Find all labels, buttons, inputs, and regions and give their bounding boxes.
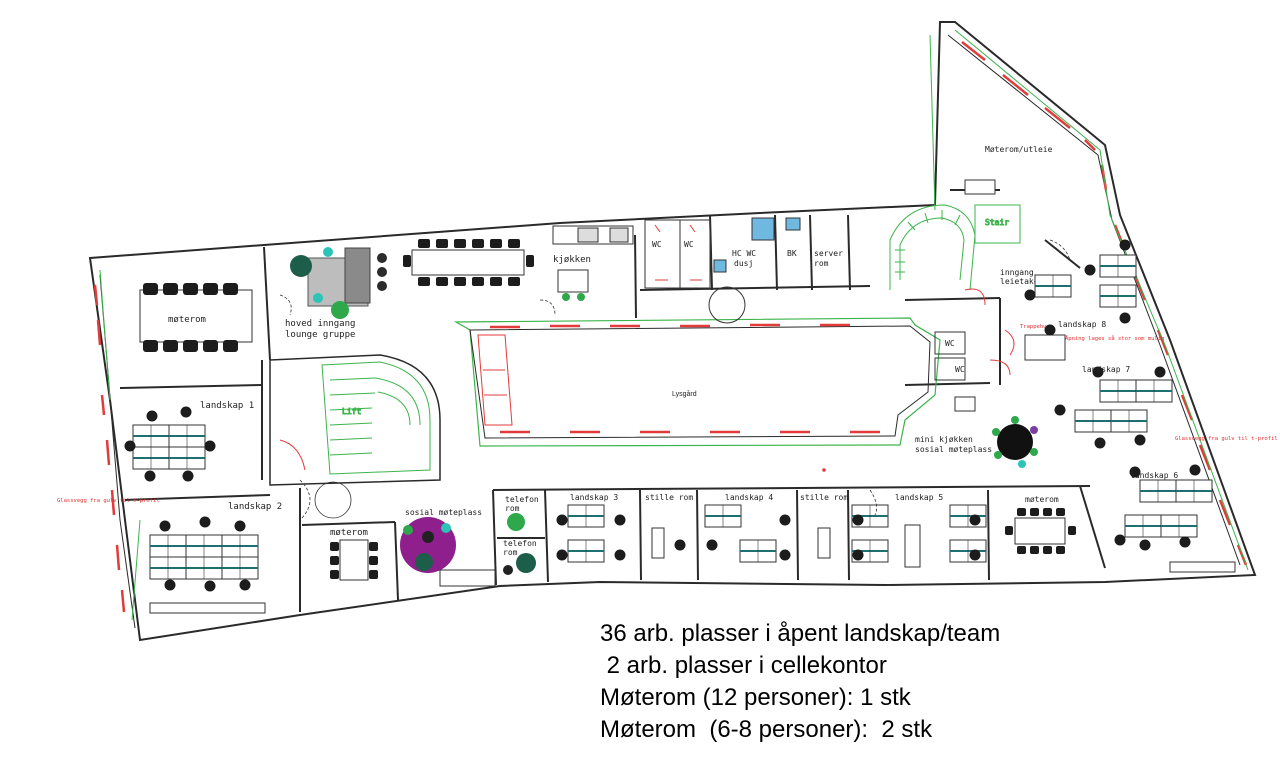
telefon-1-label-2: rom [505, 504, 520, 513]
long-table [403, 239, 534, 286]
stair-label: Stair [985, 218, 1009, 227]
telefon-2-label-1: telefon [503, 539, 537, 548]
moterom-right-label: møterom [1025, 495, 1059, 504]
landskap-7-label: landskap 7 [1082, 365, 1130, 374]
interior-walls [119, 189, 1106, 612]
landskap-3: landskap 3 [556, 493, 626, 563]
lysgard-label: Lysgård [672, 390, 697, 398]
kjokken-label: kjøkken [553, 255, 591, 265]
landskap-5-label: landskap 5 [895, 493, 943, 502]
building-outline [88, 21, 1257, 642]
moterom-bottom: møterom [330, 528, 378, 581]
wc-block: WC WC HC WC dusj BK server rom [644, 217, 843, 324]
inngang-label-1: inngang [1000, 268, 1034, 277]
capacity-summary: 36 arb. plasser i åpent landskap/team 2 … [600, 618, 1240, 746]
summary-line-open: 36 arb. plasser i åpent landskap/team [600, 620, 1001, 647]
wc1-label: WC [652, 240, 662, 249]
landskap-8-label: landskap 8 [1058, 320, 1106, 329]
landskap-1-label: landskap 1 [200, 401, 254, 411]
right-stair: Stair [889, 204, 1021, 291]
server-label-1: server [814, 249, 843, 258]
hoved-inngang-lounge: hoved inngang lounge gruppe [285, 247, 387, 340]
stille-rom-1-label: stille rom [645, 493, 693, 502]
landskap-4: landskap 4 [704, 493, 791, 563]
summary-line-cell: 2 arb. plasser i cellekontor [600, 652, 887, 679]
summary-line-meeting-large: Møterom (12 personer): 1 stk [600, 684, 911, 711]
telefon-1-label-1: telefon [505, 495, 539, 504]
glassvegg-right-note: Glassvegg fra gulv til t-profil [1175, 436, 1278, 442]
stille-rom-2: stille rom [800, 493, 848, 559]
mini-kjokken-label-1: mini kjøkken [915, 435, 973, 444]
hoved-inngang-label-2: lounge gruppe [285, 330, 355, 340]
main-stair: Lift [269, 354, 441, 486]
stille-rom-2-label: stille rom [800, 493, 848, 502]
landskap-6: landskap 6 [1114, 464, 1236, 573]
telefon-rooms: telefon rom telefon rom [503, 495, 539, 575]
right-wc: WC WC Trappehus [934, 288, 1050, 381]
kjokken: kjøkken [552, 225, 634, 301]
moterom-left-label: møterom [168, 315, 206, 325]
landskap-6-label: landskap 6 [1130, 471, 1178, 480]
landskap-5: landskap 5 [851, 493, 987, 568]
sosial-moteplass-label: sosial møteplass [405, 508, 482, 517]
landskap-4-label: landskap 4 [725, 493, 773, 502]
landskap-8: landskap 8 Åpning lages så stor som muli… [1024, 239, 1164, 361]
wc2-label: WC [684, 240, 694, 249]
hoved-inngang-label-1: hoved inngang [285, 319, 355, 329]
mini-kjokken: mini kjøkken sosial møteplass [915, 396, 1038, 468]
lift-label: Lift [342, 407, 361, 416]
moterom-utleie: Møterom/utleie inngang leietaker [964, 145, 1053, 286]
moterom-left: møterom [139, 283, 253, 352]
moterom-utleie-label: Møterom/utleie [985, 145, 1053, 154]
stille-rom-1: stille rom [645, 493, 693, 559]
door-swings [279, 239, 1071, 521]
hc-wc-label-1: HC WC [732, 249, 756, 258]
wc4-label: WC [955, 365, 965, 374]
landskap-1: landskap 1 [124, 401, 254, 482]
glassvegg-left-note: Glassvegg fra gulv til t-profil [57, 498, 160, 504]
trappehus-note: Trappehus [1020, 324, 1050, 330]
mini-kjokken-label-2: sosial møteplass [915, 445, 992, 454]
landskap-2: landskap 2 Glassvegg fra gulv til t-prof… [57, 498, 282, 614]
apning-note: Åpning lages så stor som mulig [1065, 335, 1164, 342]
hc-wc-label-2: dusj [734, 259, 753, 268]
landskap-3-label: landskap 3 [570, 493, 618, 502]
moterom-right: møterom [1005, 495, 1076, 554]
wc3-label: WC [945, 339, 955, 348]
summary-line-meeting-small: Møterom (6-8 personer): 2 stk [600, 716, 933, 743]
lysgard: Lysgård [453, 317, 941, 447]
server-label-2: rom [814, 259, 829, 268]
landskap-7: landskap 7 Glassvegg fra gulv til t-prof… [1054, 365, 1278, 449]
glass-walls [99, 29, 1249, 621]
landskap-2-label: landskap 2 [228, 502, 282, 512]
sosial-moteplass: sosial møteplass [400, 508, 496, 587]
inngang-label-2: leietaker [1000, 277, 1044, 286]
bk-label: BK [787, 249, 797, 258]
moterom-bottom-label: møterom [330, 528, 368, 538]
telefon-2-label-2: rom [503, 548, 518, 557]
